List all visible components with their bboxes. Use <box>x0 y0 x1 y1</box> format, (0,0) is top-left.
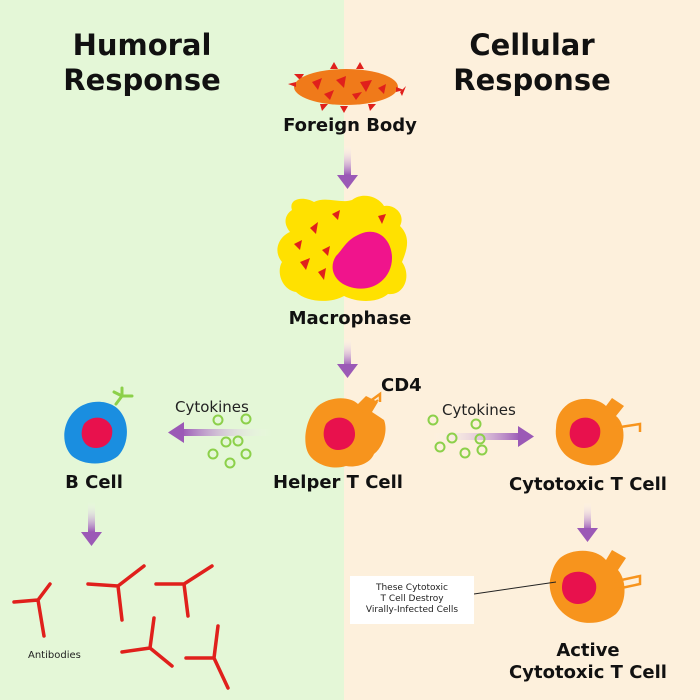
cytokines-left-dots <box>207 413 252 469</box>
humoral-response-title: Humoral Response <box>63 28 221 97</box>
active-cytotoxic-t-cell-label: Active Cytotoxic T Cell <box>509 640 667 683</box>
foreign-body-label: Foreign Body <box>283 115 417 136</box>
macrophage-icon <box>277 195 408 301</box>
cytotoxic-t-cell-icon <box>555 398 642 466</box>
foreign-body-icon <box>288 62 406 113</box>
antibodies-icon <box>12 564 230 690</box>
cytokines-right-dots <box>427 414 488 459</box>
arrow-foreign-to-macrophage <box>337 145 358 189</box>
annotation-box: These Cytotoxic T Cell Destroy Virally-I… <box>350 576 474 624</box>
cd4-label: CD4 <box>381 375 422 396</box>
cytokines-right-label: Cytokines <box>442 401 516 419</box>
cytokines-left-label: Cytokines <box>175 398 249 416</box>
macrophage-label: Macrophase <box>288 308 412 329</box>
helper-t-cell-label: Helper T Cell <box>273 472 403 493</box>
active-cytotoxic-t-cell-icon <box>549 550 642 623</box>
arrow-macrophage-to-helper <box>337 338 358 378</box>
cd4-pointer <box>361 399 379 413</box>
arrow-helper-to-b-cell <box>168 422 272 443</box>
b-cell-icon <box>64 386 134 464</box>
arrow-b-cell-to-antibodies <box>81 502 102 546</box>
b-cell-label: B Cell <box>65 472 123 493</box>
antibodies-label: Antibodies <box>28 650 81 661</box>
arrow-cytotoxic-to-active <box>577 502 598 542</box>
helper-t-cell-icon <box>305 391 386 468</box>
cellular-response-title: Cellular Response <box>453 28 611 97</box>
cytotoxic-t-cell-label: Cytotoxic T Cell <box>509 474 667 495</box>
annotation-leader-line <box>473 581 557 595</box>
